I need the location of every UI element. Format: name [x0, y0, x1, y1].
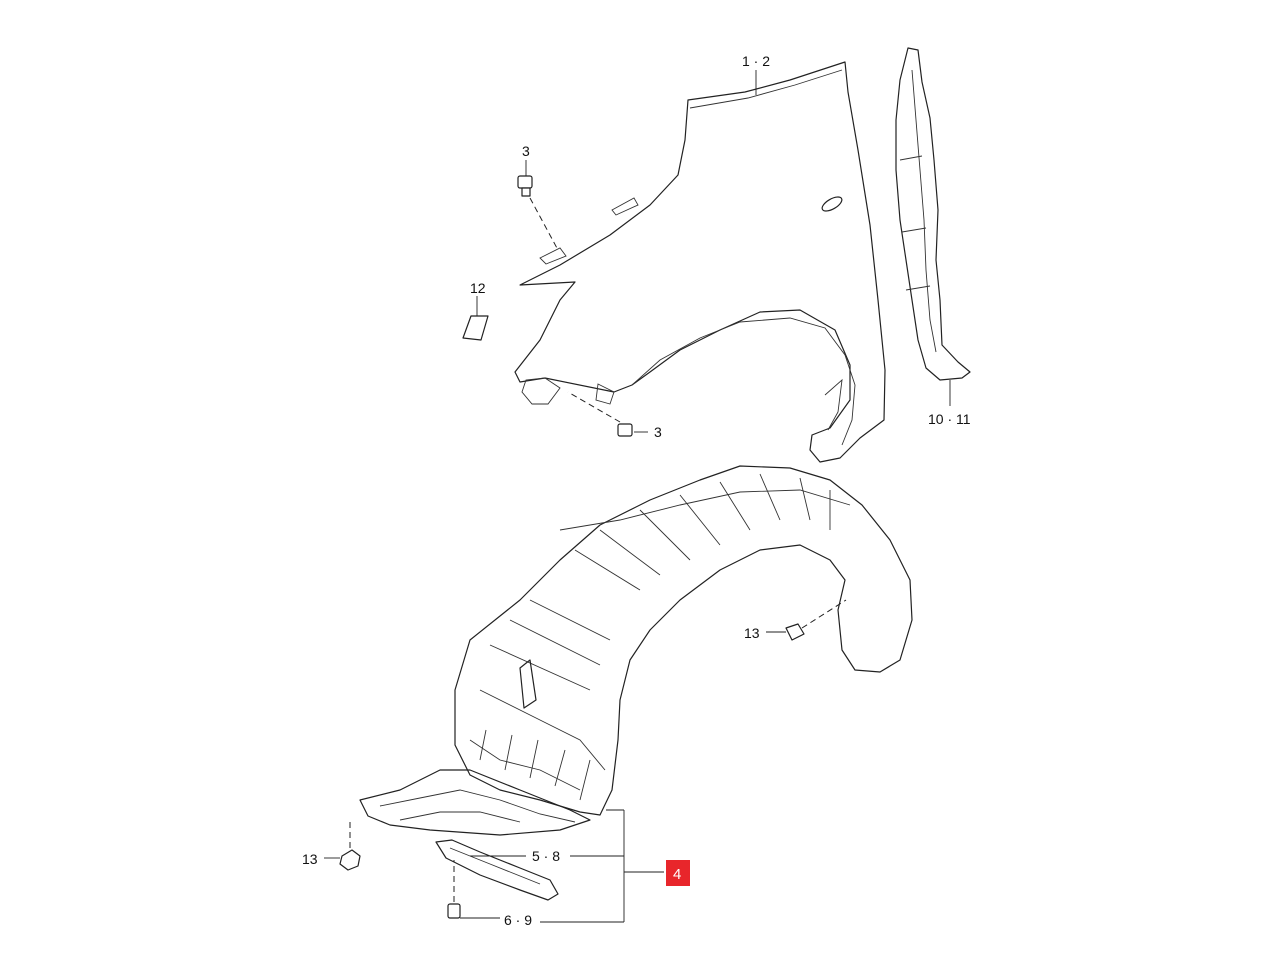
label-bolt-top: 3: [522, 143, 530, 159]
fender-liner: [454, 465, 913, 816]
label-splash-guard: 5 · 8: [532, 848, 560, 864]
label-assembly: 4: [673, 866, 681, 883]
liner-clip-right: [785, 599, 847, 641]
front-fender: [514, 61, 886, 463]
leader-lines: [324, 70, 951, 923]
splash-clip: [447, 860, 461, 919]
fender-seal: [895, 47, 971, 381]
label-fender-seal: 10 · 11: [928, 411, 971, 427]
under-cover: [359, 769, 591, 836]
label-fender: 1 · 2: [742, 53, 770, 69]
label-liner-clip-left: 13: [302, 851, 318, 867]
liner-clip-left: [339, 820, 361, 871]
label-bolt-bottom: 3: [654, 424, 662, 440]
fender-bolt-bottom: [567, 391, 633, 437]
plug: [462, 315, 489, 341]
label-liner-clip-right: 13: [744, 625, 760, 641]
label-plug: 12: [470, 280, 486, 296]
assembly-callout: 4: [666, 860, 690, 886]
splash-guard: [435, 839, 559, 901]
label-splash-clip: 6 · 9: [504, 912, 532, 928]
fender-bolt-top: [517, 175, 559, 251]
